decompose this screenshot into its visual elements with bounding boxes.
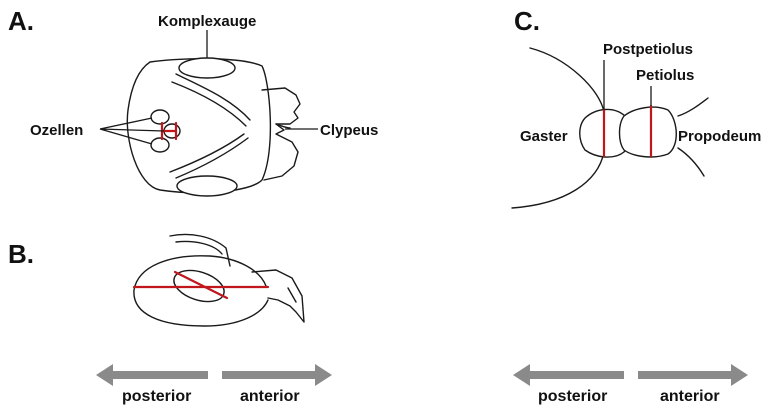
label-postpetiolus: Postpetiolus xyxy=(603,41,693,58)
posterior-label-right: posterior xyxy=(538,388,607,405)
panel-b: B. xyxy=(8,235,304,327)
panel-c: C. Postpetiolus Petiolus Gaster Propodeu… xyxy=(512,6,761,208)
anterior-arrow xyxy=(222,364,332,386)
orientation-right: posterior anterior xyxy=(513,364,748,405)
orientation-left: posterior anterior xyxy=(96,364,332,405)
label-propodeum: Propodeum xyxy=(678,128,761,145)
compound-eye-lower xyxy=(177,176,237,196)
panel-a-letter: A. xyxy=(8,6,34,36)
label-gaster: Gaster xyxy=(520,128,568,145)
label-clypeus: Clypeus xyxy=(320,122,378,139)
posterior-arrow-right xyxy=(513,364,624,386)
panel-a: A. Komplexauge xyxy=(8,6,378,196)
anterior-label-left: anterior xyxy=(240,388,300,405)
anterior-label-right: anterior xyxy=(660,388,720,405)
posterior-arrow xyxy=(96,364,208,386)
head-dorsal-drawing xyxy=(127,58,300,196)
label-petiolus: Petiolus xyxy=(636,67,694,84)
compound-eye-upper xyxy=(179,58,235,78)
panel-b-letter: B. xyxy=(8,239,34,269)
anterior-arrow-right xyxy=(638,364,748,386)
petiolus-shape xyxy=(620,107,677,157)
panel-c-letter: C. xyxy=(514,6,540,36)
label-komplexauge: Komplexauge xyxy=(158,13,256,30)
posterior-label-left: posterior xyxy=(122,388,191,405)
label-ozellen: Ozellen xyxy=(30,122,83,139)
head-lateral-drawing xyxy=(134,235,304,327)
ocellus-upper xyxy=(151,110,169,124)
ocellus-lower xyxy=(151,138,169,152)
